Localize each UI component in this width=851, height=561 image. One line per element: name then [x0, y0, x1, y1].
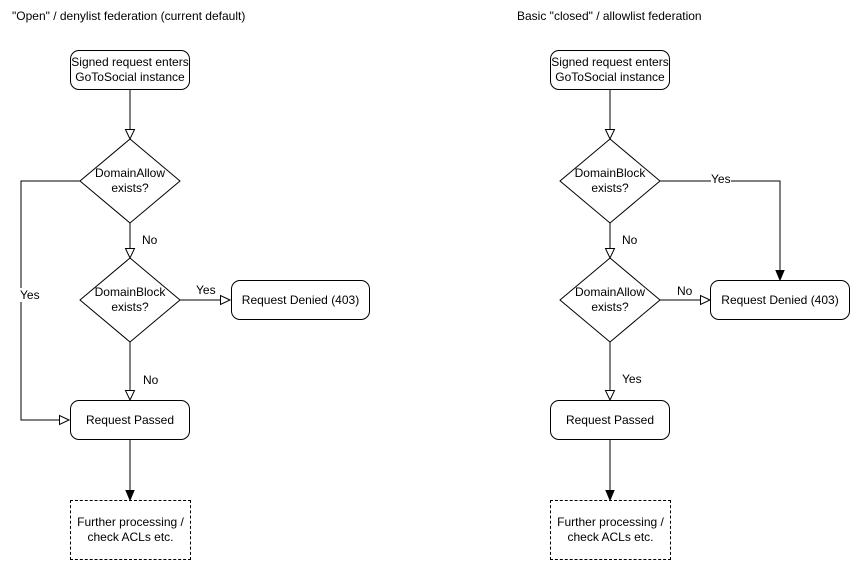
start-node: Signed request enters GoToSocial instanc… — [550, 50, 670, 90]
arrowhead-open-icon — [604, 390, 616, 402]
decision-diamond — [559, 138, 661, 224]
edge-label-decision2-down: Yes — [622, 372, 642, 386]
arrowhead-open-icon — [220, 294, 232, 306]
arrowhead-open-icon — [700, 294, 712, 306]
denied-node: Request Denied (403) — [231, 280, 370, 320]
edge-label-decision1-down: No — [142, 233, 158, 247]
passed-node: Request Passed — [70, 400, 190, 440]
right-chart-edges — [559, 90, 785, 502]
start-node: Signed request enters GoToSocial instanc… — [70, 50, 190, 90]
edge-label-decision1-side: Yes — [711, 172, 731, 186]
decision-diamond — [79, 138, 181, 224]
arrowhead-open-icon — [124, 248, 136, 260]
arrowhead-solid-icon — [605, 490, 615, 502]
decision2-label: DomainBlock exists? — [94, 285, 166, 314]
decision-diamond — [559, 257, 661, 343]
further-node: Further processing / check ACLs etc. — [70, 500, 191, 560]
edge-label-decision2-side: No — [677, 284, 693, 298]
passed-node: Request Passed — [550, 400, 670, 440]
edge-label-decision2-down: No — [143, 373, 159, 387]
chart-title: Basic "closed" / allowlist federation — [517, 9, 702, 23]
denied-node: Request Denied (403) — [710, 280, 850, 320]
edge-label-decision2-side: Yes — [196, 283, 216, 297]
decision-diamond — [79, 257, 181, 343]
arrowhead-solid-icon — [775, 270, 785, 282]
decision1-label: DomainBlock exists? — [574, 166, 646, 195]
edge-label-decision1-down: No — [622, 233, 638, 247]
arrowhead-open-icon — [604, 248, 616, 260]
arrowhead-open-icon — [604, 129, 616, 141]
chart-title: "Open" / denylist federation (current de… — [12, 9, 246, 23]
arrowhead-open-icon — [124, 390, 136, 402]
arrowhead-open-icon — [124, 129, 136, 141]
decision1-label: DomainAllow exists? — [94, 166, 166, 195]
further-node: Further processing / check ACLs etc. — [550, 500, 671, 560]
edge-line — [660, 180, 781, 270]
edge-label-decision1-side: Yes — [20, 288, 40, 302]
arrowhead-open-icon — [59, 414, 71, 426]
decision2-label: DomainAllow exists? — [574, 285, 646, 314]
arrowhead-solid-icon — [125, 490, 135, 502]
